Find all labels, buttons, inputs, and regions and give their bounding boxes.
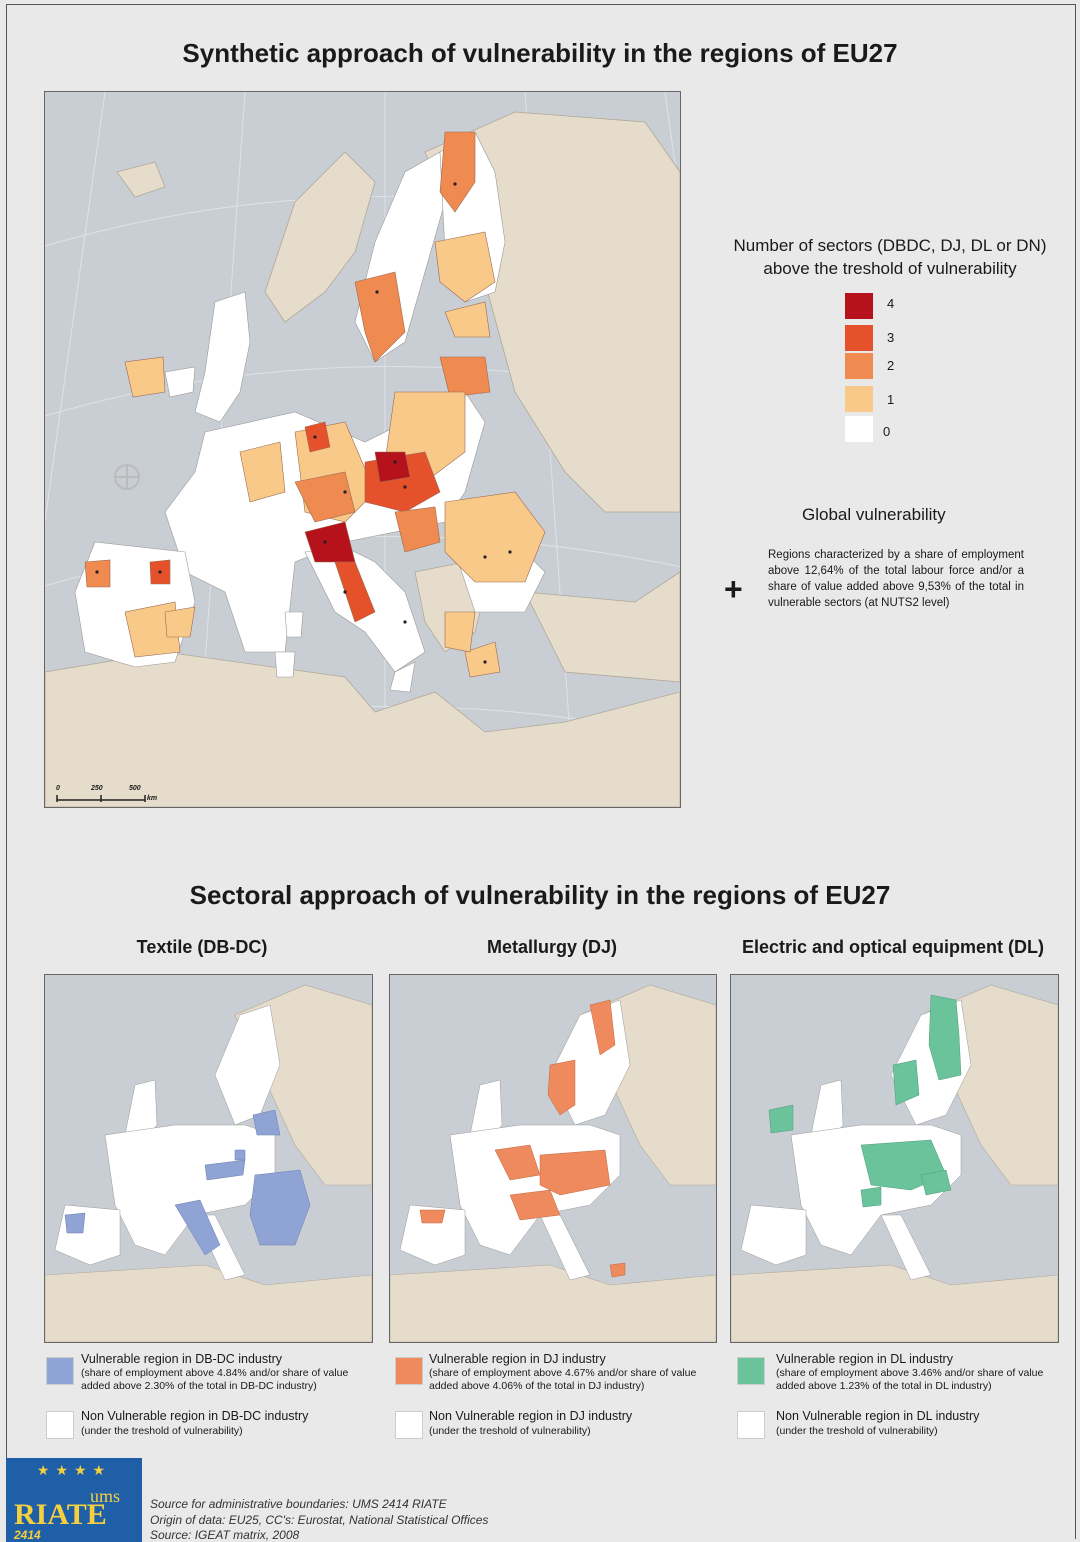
panel-title-metallurgy: Metallurgy (DJ) (486, 937, 618, 957)
legend-title-line1: Number of sectors (DBDC, DJ, DL or DN) (733, 236, 1047, 255)
source-data: Origin of data: EU25, CC's: Eurostat, Na… (150, 1513, 489, 1527)
metallurgy-non-label: Non Vulnerable region in DJ industry (429, 1409, 633, 1423)
main-map[interactable]: 0 250 500 km (44, 91, 681, 808)
legend-swatch-2 (845, 353, 873, 379)
sectoral-title: Sectoral approach of vulnerability in th… (189, 880, 891, 910)
scale-label-0: 0 (56, 785, 60, 792)
electric-non-swatch (737, 1411, 765, 1439)
logo-ums: ums (89, 1486, 120, 1506)
legend-label-1: 1 (887, 392, 895, 407)
source-matrix: Source: IGEAT matrix, 2008 (150, 1528, 300, 1542)
map-textile[interactable] (44, 974, 373, 1343)
legend-swatch-4 (845, 293, 873, 319)
panel-title-electric: Electric and optical equipment (DL) (741, 937, 1045, 957)
legend-label-3: 3 (887, 330, 895, 345)
metallurgy-vuln-label: Vulnerable region in DJ industry (429, 1352, 606, 1366)
logo-riate: RIATE (14, 1498, 107, 1531)
metallurgy-non-note: (under the treshold of vulnerability) (429, 1425, 591, 1437)
electric-non-note: (under the treshold of vulnerability) (776, 1425, 938, 1437)
textile-vuln-label: Vulnerable region in DB-DC industry (81, 1352, 283, 1366)
legend-title: Number of sectors (DBDC, DJ, DL or DN) a… (700, 234, 1080, 280)
global-vulnerability-text: Regions characterized by a share of empl… (768, 549, 1024, 609)
plus-icon: + (724, 571, 743, 607)
legend-label-4: 4 (887, 296, 895, 311)
textile-non-label: Non Vulnerable region in DB-DC industry (81, 1409, 309, 1423)
textile-non-swatch (46, 1411, 74, 1439)
map-metallurgy[interactable] (389, 974, 717, 1343)
scale-label-500: 500 (129, 785, 141, 792)
legend-title-line2: above the treshold of vulnerability (763, 259, 1017, 278)
legend-label-2: 2 (887, 358, 895, 373)
metallurgy-vuln-swatch (395, 1357, 423, 1385)
scale-bar (56, 795, 146, 802)
source-boundaries: Source for administrative boundaries: UM… (150, 1497, 447, 1511)
electric-non-label: Non Vulnerable region in DL industry (776, 1409, 980, 1423)
page-frame (6, 4, 1076, 1539)
metallurgy-vuln-note: (share of employment above 4.67% and/or … (429, 1367, 697, 1392)
global-vulnerability-title: Global vulnerability (802, 505, 946, 524)
compass-icon (114, 464, 140, 490)
logo-number: 2414 (14, 1528, 41, 1542)
legend-swatch-1 (845, 386, 873, 412)
electric-vuln-label: Vulnerable region in DL industry (776, 1352, 953, 1366)
textile-vuln-swatch (46, 1357, 74, 1385)
legend-swatch-0 (845, 416, 873, 442)
electric-vuln-note: (share of employment above 3.46% and/or … (776, 1367, 1044, 1392)
map-electric[interactable] (730, 974, 1059, 1343)
legend-swatch-3 (845, 325, 873, 351)
textile-vuln-note: (share of employment above 4.84% and/or … (81, 1367, 349, 1392)
metallurgy-non-swatch (395, 1411, 423, 1439)
main-title: Synthetic approach of vulnerability in t… (182, 38, 898, 68)
panel-title-textile: Textile (DB-DC) (136, 937, 268, 957)
riate-logo[interactable]: ★★★★ ums RIATE 2414 (6, 1458, 142, 1542)
textile-non-note: (under the treshold of vulnerability) (81, 1425, 243, 1437)
legend-label-0: 0 (883, 424, 891, 439)
scale-unit: km (147, 795, 158, 802)
scale-label-250: 250 (91, 785, 103, 792)
logo-stars: ★★★★ (36, 1462, 112, 1478)
electric-vuln-swatch (737, 1357, 765, 1385)
